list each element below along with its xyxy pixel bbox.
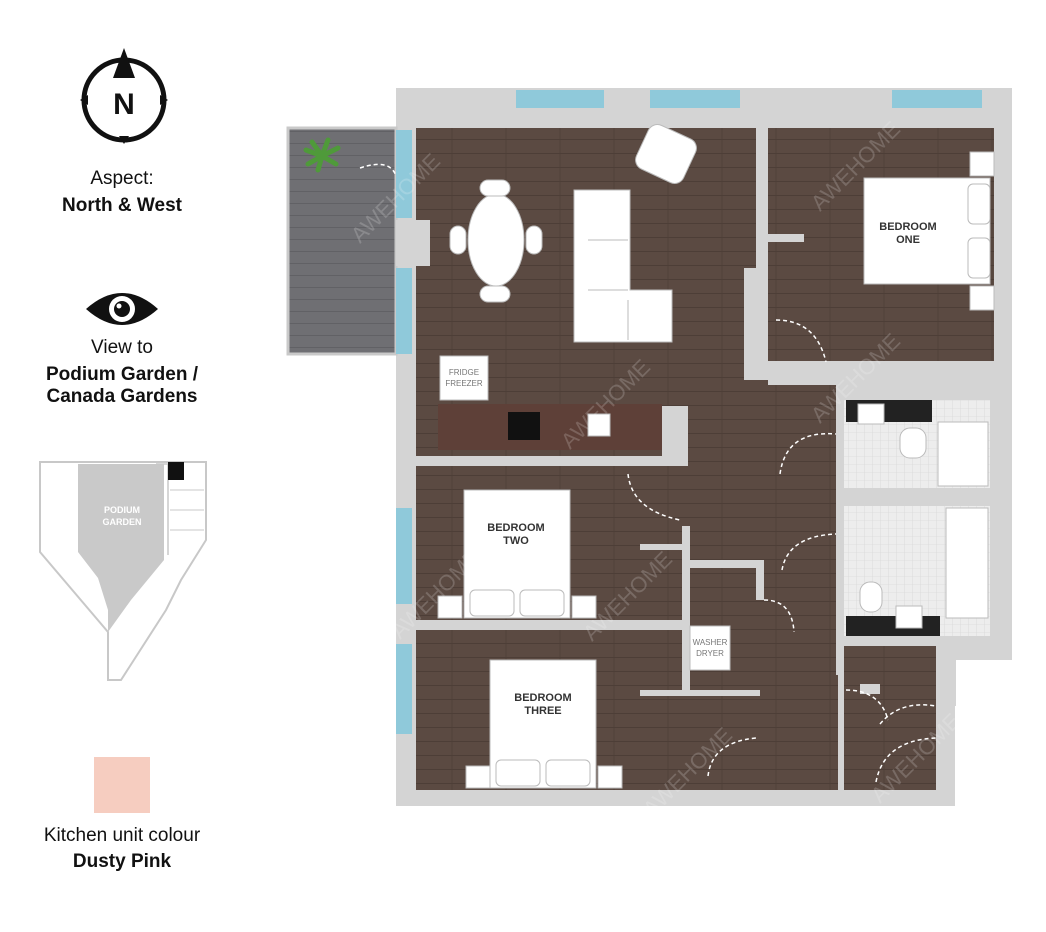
fridge-freezer bbox=[439, 355, 489, 401]
eye-icon bbox=[86, 293, 158, 325]
kitchen-label: Kitchen unit colour bbox=[43, 825, 201, 846]
windows bbox=[396, 90, 982, 734]
north-compass-icon: N bbox=[80, 48, 168, 144]
bedroom-three-label-line2: THREE bbox=[524, 705, 561, 717]
bedroom-three-label-line1: BEDROOM bbox=[514, 692, 571, 704]
aspect-value: North & West bbox=[62, 195, 182, 216]
washer-label-line2: DRYER bbox=[696, 649, 724, 658]
armchair bbox=[635, 124, 697, 184]
bedroom-one-label-line1: BEDROOM bbox=[879, 221, 936, 233]
sink bbox=[587, 413, 611, 437]
view-label: View to bbox=[91, 337, 153, 358]
ensuite-fixtures bbox=[846, 400, 989, 487]
balcony bbox=[286, 126, 398, 356]
kitchen-counter bbox=[438, 404, 662, 450]
bedroom-two-bed bbox=[437, 489, 597, 619]
plant-icon bbox=[303, 137, 341, 173]
bathroom-fixtures bbox=[846, 507, 989, 636]
kitchen-value: Dusty Pink bbox=[72, 851, 172, 872]
door-swings bbox=[359, 163, 937, 783]
view-value-line1: Podium Garden / bbox=[45, 364, 199, 385]
bedroom-three-bed bbox=[465, 659, 623, 789]
fridge-label-line1: FRIDGE bbox=[449, 368, 479, 377]
bedroom-one-bed bbox=[863, 151, 995, 311]
fridge-label-line2: FREEZER bbox=[445, 379, 483, 388]
view-value-line2: Canada Gardens bbox=[46, 386, 198, 407]
site-keyplan: PODIUM GARDEN bbox=[39, 461, 207, 681]
bedroom-two-label-line1: BEDROOM bbox=[487, 522, 544, 534]
keyplan-label-line1: PODIUM bbox=[104, 505, 140, 515]
dining-table bbox=[449, 179, 543, 303]
hob bbox=[508, 412, 540, 440]
washer-label-line1: WASHER bbox=[693, 638, 728, 647]
washer-dryer bbox=[689, 625, 731, 671]
bedroom-two-label-line2: TWO bbox=[503, 535, 529, 547]
aspect-label: Aspect: bbox=[90, 168, 154, 189]
interior-walls bbox=[396, 120, 1012, 706]
keyplan-label-line2: GARDEN bbox=[102, 517, 141, 527]
kitchen-colour-swatch bbox=[94, 757, 150, 813]
corner-sofa bbox=[573, 189, 673, 343]
compass-letter: N bbox=[113, 88, 135, 121]
bedroom-one-label-line2: ONE bbox=[896, 234, 920, 246]
